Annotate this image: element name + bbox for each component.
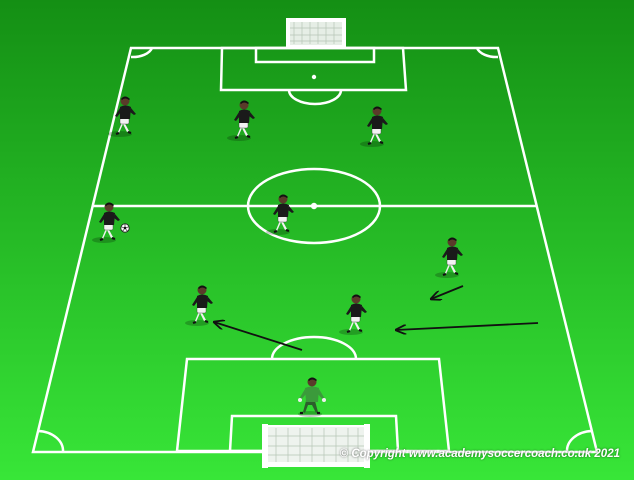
top-penalty-spot bbox=[311, 74, 317, 80]
corner-arc-top-right bbox=[475, 47, 499, 59]
player-defender-left bbox=[185, 285, 213, 326]
center-circle bbox=[246, 167, 382, 245]
bottom-goal-area bbox=[228, 414, 400, 453]
corner-arc-bottom-left bbox=[37, 429, 65, 453]
corner-arc-bottom-right bbox=[565, 429, 593, 453]
center-spot bbox=[310, 202, 318, 210]
player-attacker-center bbox=[227, 100, 255, 141]
bottom-penalty-arc bbox=[270, 335, 358, 360]
player-midfielder-center bbox=[266, 194, 294, 235]
top-goal-area bbox=[254, 46, 376, 64]
player-midfielder-right bbox=[435, 237, 463, 278]
arrow-defender-right-run bbox=[396, 322, 539, 330]
player-defender-right bbox=[339, 294, 367, 335]
player-midfielder-left-with-ball bbox=[92, 202, 120, 243]
bottom-goal-icon bbox=[262, 424, 370, 468]
arrow-midfielder-right-run bbox=[431, 285, 464, 299]
copyright-text: © Copyright www.academysoccercoach.co.uk… bbox=[339, 448, 620, 460]
top-goal-icon bbox=[286, 18, 346, 48]
player-attacker-left bbox=[108, 96, 136, 137]
soccer-ball-icon bbox=[120, 223, 130, 233]
top-penalty-arc bbox=[287, 89, 343, 106]
arrow-defender-left-run bbox=[214, 322, 303, 351]
player-attacker-right bbox=[360, 106, 388, 147]
goalkeeper bbox=[298, 377, 326, 417]
corner-arc-top-left bbox=[130, 47, 154, 59]
